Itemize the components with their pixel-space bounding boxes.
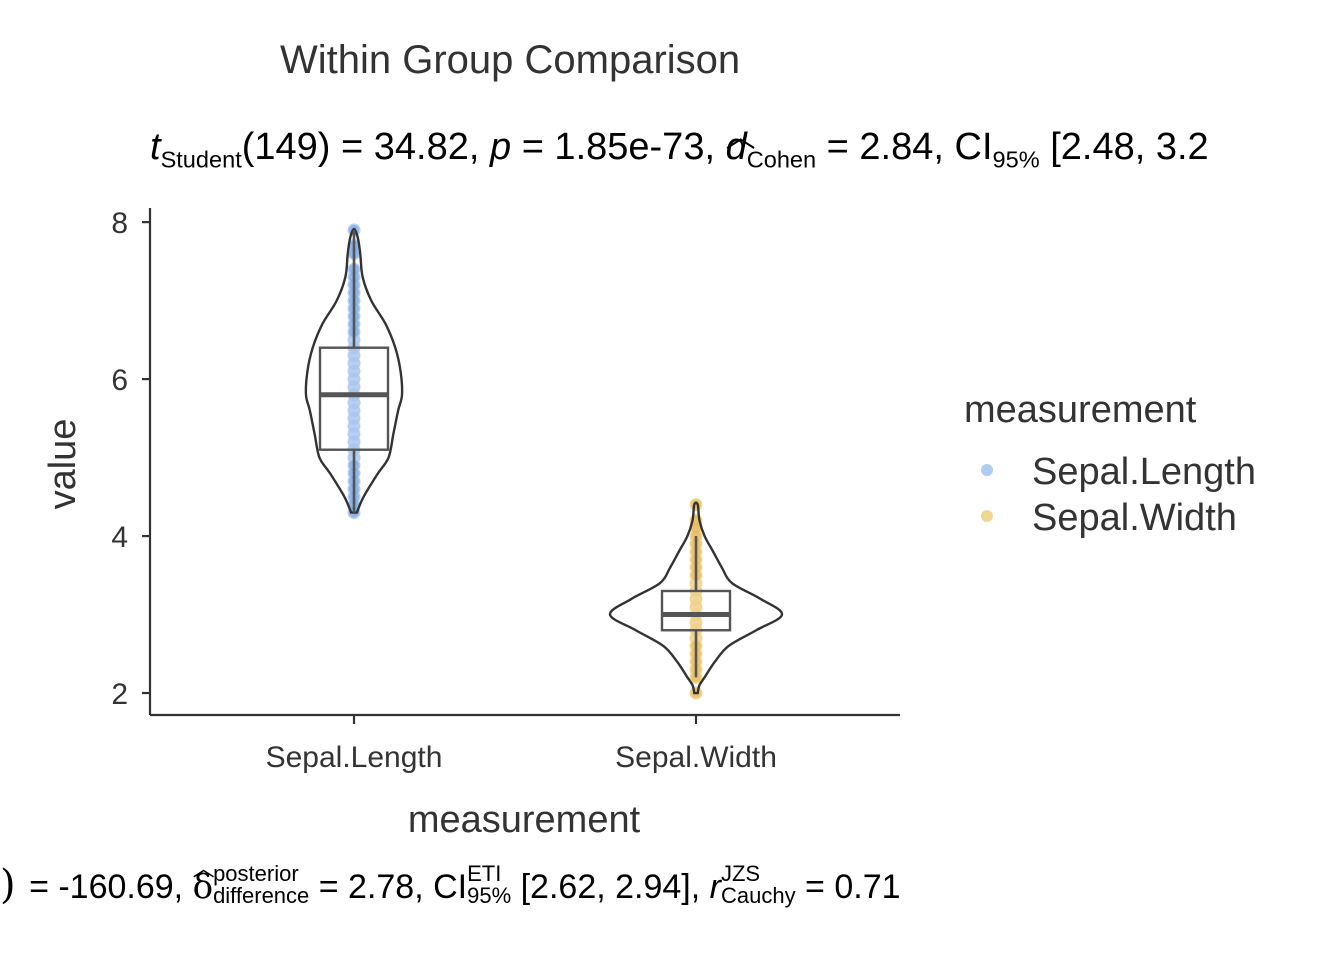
delta-label: ︿δ [193,857,215,907]
legend-title: measurement [964,389,1197,431]
p-label: p [489,126,512,168]
r-sub: Cauchy [720,883,796,909]
t-label: t [150,126,161,168]
caption-ci-sub: 95% [467,883,512,909]
caption-ci-sup: ETI [467,861,502,887]
y-tick-label: 8 [111,207,128,240]
data-point [691,523,701,534]
box-iqr [660,589,732,632]
chart-title: Within Group Comparison [280,38,741,82]
d-hat-icon: ︿ [725,121,756,154]
y-tick-label: 2 [111,678,128,711]
ci-label: CI [954,126,993,168]
y-tick-label: 6 [111,364,128,397]
y-tick-label: 4 [111,521,128,554]
r-label: r [709,868,721,906]
box-iqr [318,346,390,451]
r-sup: JZS [720,861,761,887]
legend-key [981,510,993,522]
t-sub: Student [160,146,242,173]
delta-sup: posterior [213,861,299,887]
y-axis-title: value [42,419,84,510]
delta-sub: difference [213,883,310,909]
chart-subtitle: tStudent(149) = 34.82, p = 1.85e-73, ︿dC… [150,121,1209,174]
r-value: = 0.71 [805,868,901,906]
delta-hat-icon: ︿ [192,857,215,882]
violin-outline [304,227,404,514]
legend-key [981,464,993,476]
caption-ci-value: [2.62, 2.94], [520,868,701,906]
caption-lead: ) [0,862,16,908]
x-tick-label: Sepal.Width [615,741,777,774]
d-value: = 2.84, [826,126,944,168]
p-value: = 1.85e-73, [521,126,716,168]
legend-label: Sepal.Width [1032,497,1237,539]
bf-value: = -160.69, [29,868,184,906]
x-tick-label: Sepal.Length [266,741,443,774]
d-sub: Cohen [746,146,817,173]
delta-value: = 2.78, [318,868,424,906]
ci-value: [2.48, 3.2 [1050,126,1209,168]
violin-outline [608,501,784,695]
x-axis-title: measurement [408,799,641,841]
d-label: ︿d [726,121,756,168]
data-point [691,499,701,510]
legend-label: Sepal.Length [1032,451,1256,493]
caption-ci-label: CI [433,868,468,906]
ci-sub: 95% [992,146,1040,173]
df-stat: (149) = 34.82, [241,126,480,168]
